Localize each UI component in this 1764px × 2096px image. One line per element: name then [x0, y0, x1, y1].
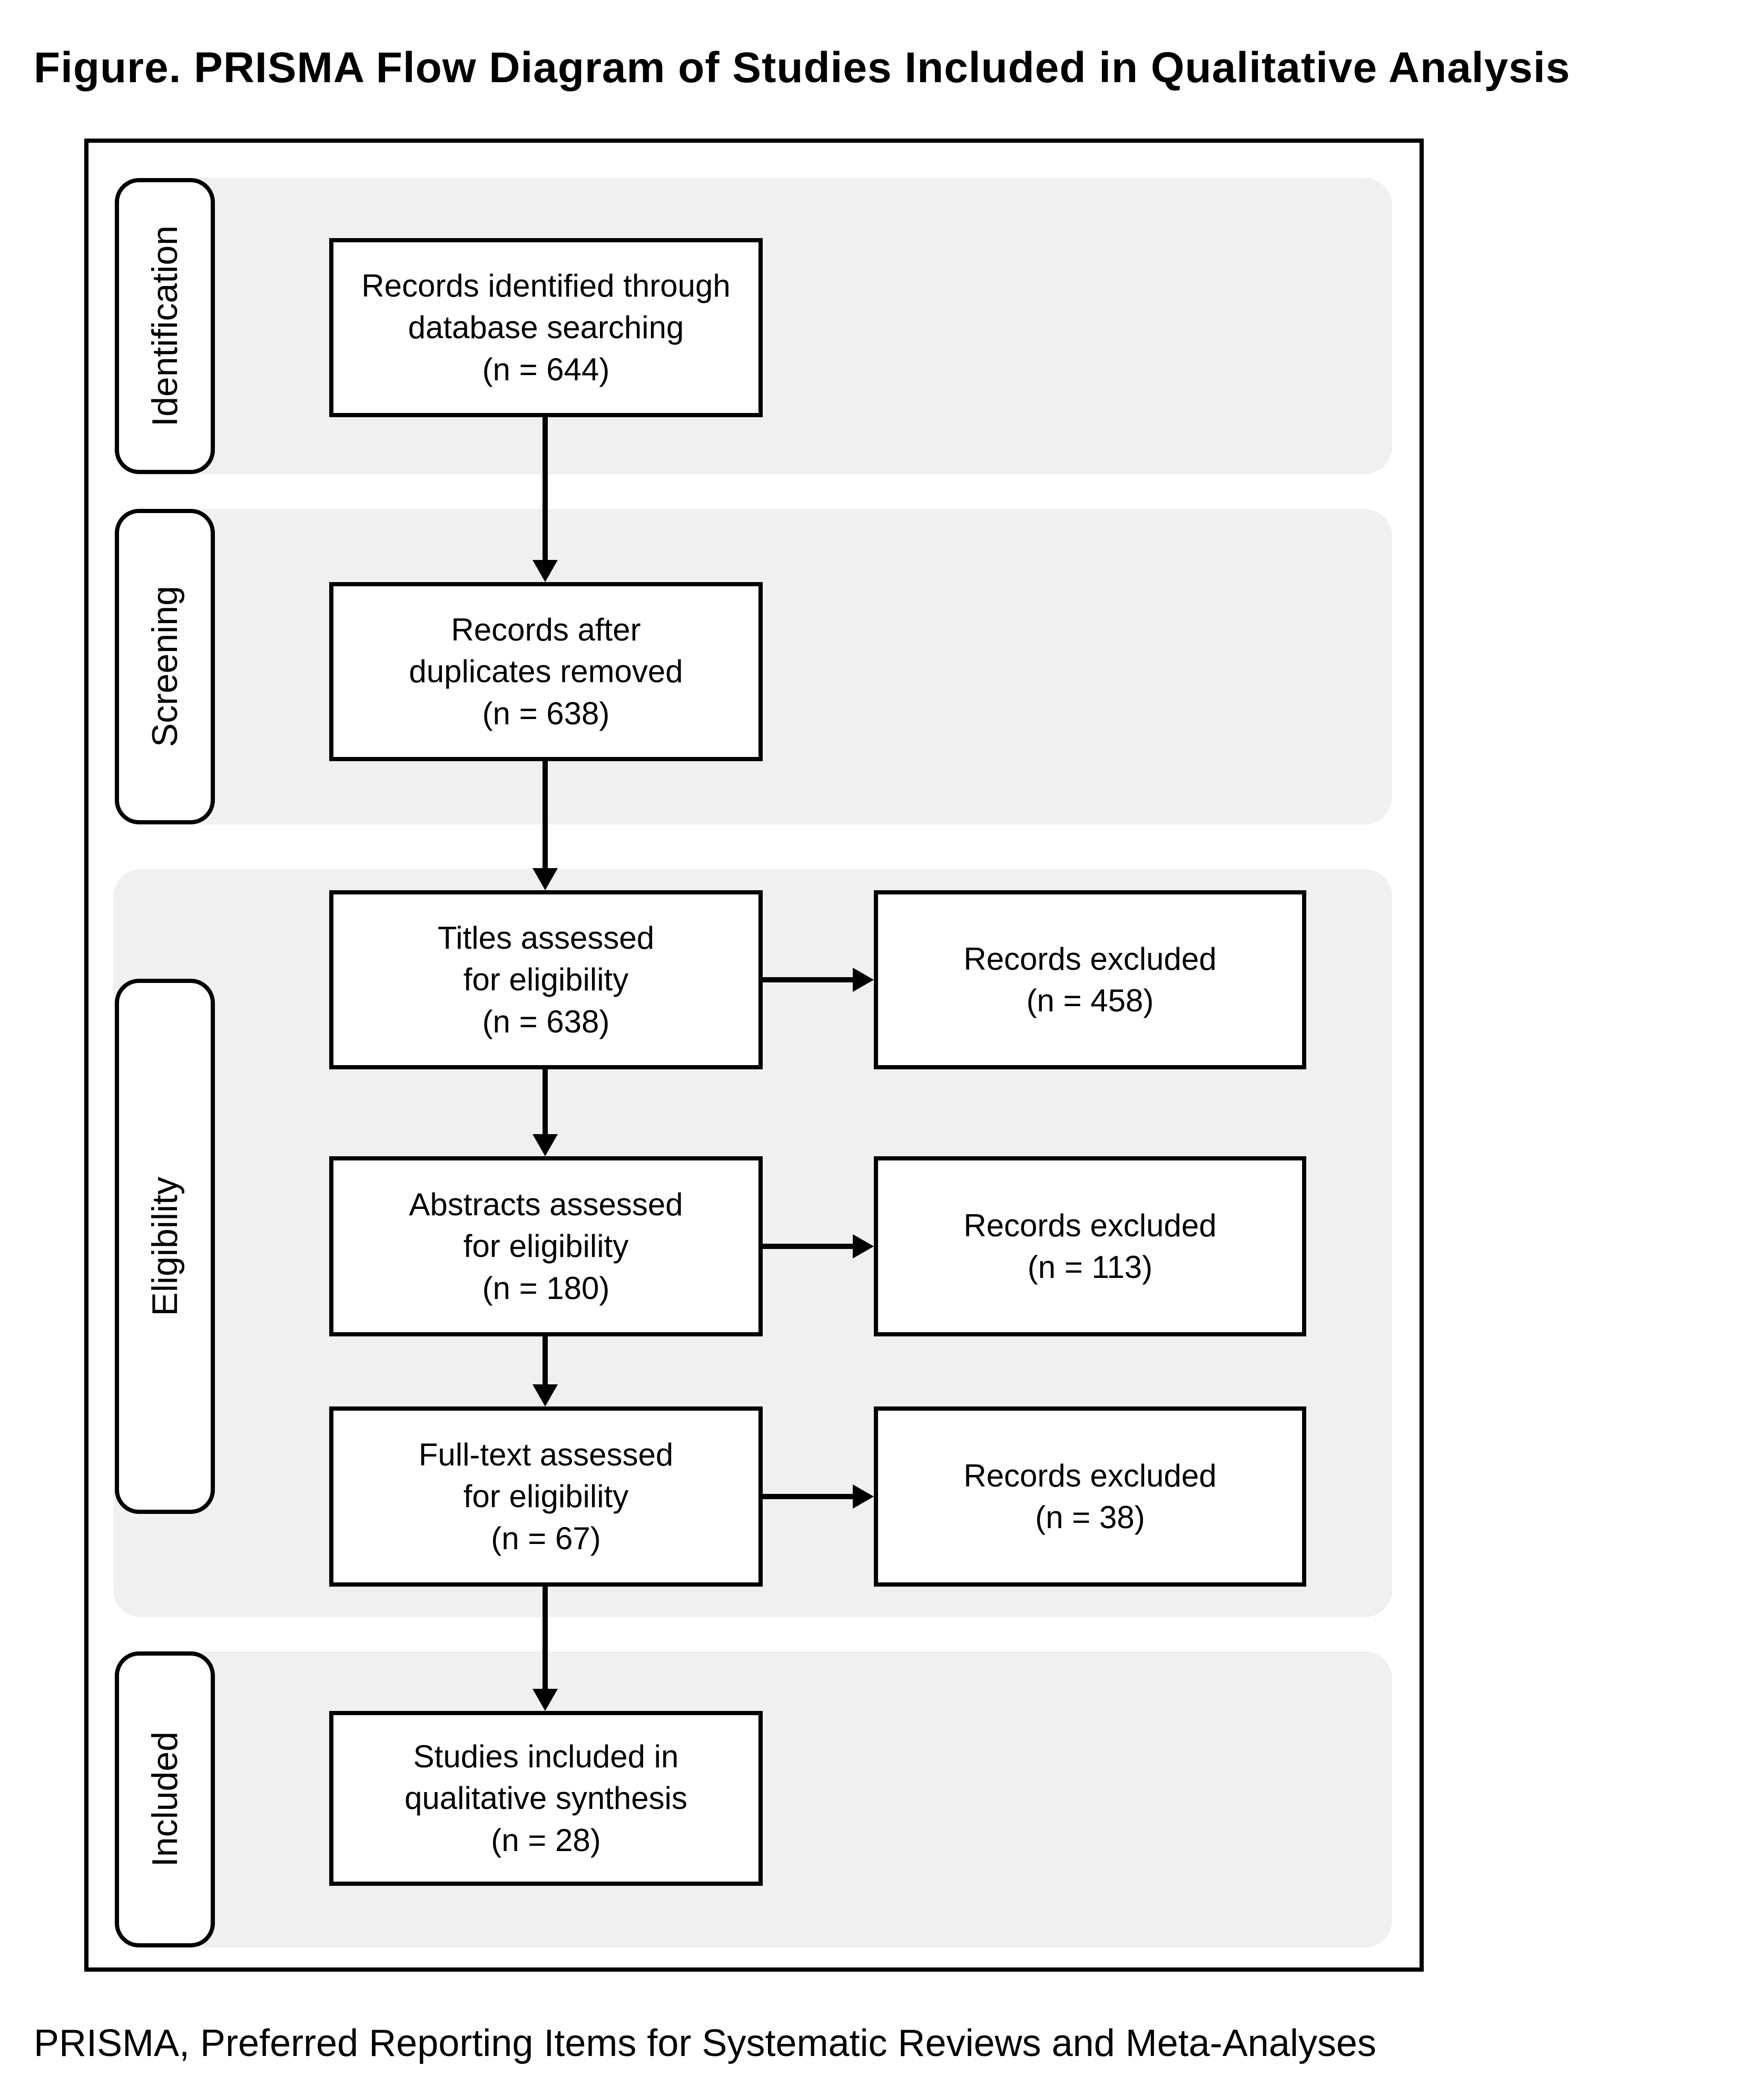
- arrow-down-2-line: [543, 761, 548, 868]
- arrow-down-5-head: [533, 1689, 558, 1711]
- flow-box-duplicates-removed: Records after duplicates removed (n = 63…: [329, 582, 763, 761]
- arrow-down-1-head: [533, 560, 558, 582]
- stage-label-screening-text: Screening: [145, 586, 185, 747]
- flow-box-abstracts-assessed: Abstracts assessed for eligibility (n = …: [329, 1156, 763, 1336]
- stage-label-identification: Identification: [115, 178, 215, 474]
- flow-box-studies-included: Studies included in qualitative synthesi…: [329, 1711, 763, 1886]
- arrow-down-3-head: [533, 1134, 558, 1156]
- arrow-down-5-line: [543, 1587, 548, 1689]
- flow-box-records-excluded-abstracts: Records excluded (n = 113): [874, 1156, 1306, 1336]
- flow-box-titles-assessed: Titles assessed for eligibility (n = 638…: [329, 890, 763, 1069]
- arrow-down-3-line: [543, 1069, 548, 1134]
- flow-box-fulltext-assessed: Full-text assessed for eligibility (n = …: [329, 1406, 763, 1587]
- arrow-right-3-head: [853, 1484, 874, 1509]
- arrow-right-1-line: [763, 977, 853, 982]
- stage-label-identification-text: Identification: [145, 225, 185, 427]
- arrow-right-2-head: [853, 1234, 874, 1258]
- figure-title: Figure. PRISMA Flow Diagram of Studies I…: [34, 44, 1571, 92]
- arrow-down-4-head: [533, 1384, 558, 1406]
- flow-box-records-excluded-fulltext: Records excluded (n = 38): [874, 1406, 1306, 1587]
- stage-label-screening: Screening: [115, 509, 215, 824]
- figure-footnote: PRISMA, Preferred Reporting Items for Sy…: [34, 2022, 1376, 2064]
- arrow-down-4-line: [543, 1336, 548, 1384]
- diagram-frame: [84, 139, 1424, 1972]
- stage-label-eligibility: Eligibility: [115, 979, 215, 1514]
- stage-label-included: Included: [115, 1651, 215, 1947]
- arrow-down-2-head: [533, 868, 558, 890]
- flow-box-records-identified: Records identified through database sear…: [329, 238, 763, 417]
- arrow-right-1-head: [853, 968, 874, 992]
- stage-label-included-text: Included: [145, 1731, 185, 1867]
- arrow-right-3-line: [763, 1494, 853, 1499]
- flow-box-records-excluded-titles: Records excluded (n = 458): [874, 890, 1306, 1069]
- stage-label-eligibility-text: Eligibility: [145, 1176, 185, 1316]
- arrow-down-1-line: [543, 417, 548, 561]
- arrow-right-2-line: [763, 1244, 853, 1249]
